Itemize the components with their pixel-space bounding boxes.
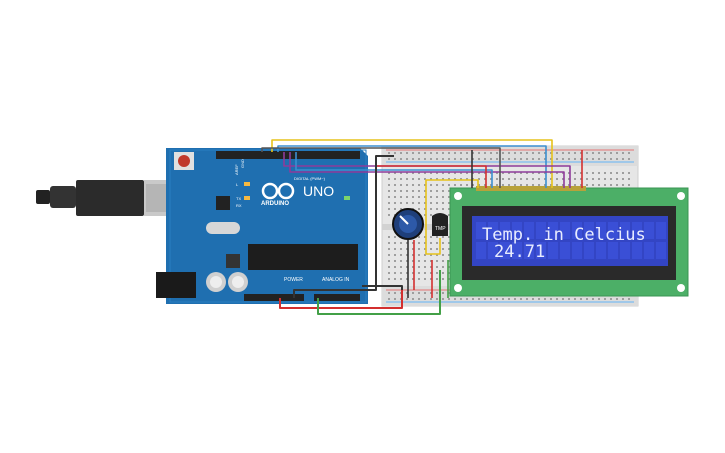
wire-green-a0 xyxy=(317,270,441,315)
atmega-chip xyxy=(248,244,358,270)
digital-label: DIGITAL (PWM~) xyxy=(294,176,326,181)
power-header xyxy=(244,294,304,301)
wire-blue-2 xyxy=(295,152,493,188)
l-led-label: L xyxy=(236,182,239,187)
tx-label: TX xyxy=(236,196,241,201)
board-sub-label: ARDUINO xyxy=(261,201,289,207)
lcd-module: Temp. in Celcius 24.71 xyxy=(449,186,689,297)
gnd-label: GND xyxy=(240,159,245,168)
arduino-board: UNO ARDUINO DIGITAL (PWM~) AREF GND TX R… xyxy=(156,148,368,304)
wire-yellow-top xyxy=(271,139,553,188)
board-brand-label: UNO xyxy=(303,183,334,199)
rx-label: RX xyxy=(236,203,242,208)
reset-button[interactable] xyxy=(178,155,190,167)
wire-black-top xyxy=(261,147,501,188)
wire-red-top xyxy=(376,165,487,188)
digital-header xyxy=(216,151,360,159)
aref-label: AREF xyxy=(234,164,239,175)
usb-cable-icon xyxy=(36,180,168,216)
lcd-character-cells xyxy=(476,222,666,259)
temperature-sensor-icon: TMP xyxy=(432,213,448,236)
sensor-label: TMP xyxy=(435,226,446,232)
analog-header-label: ANALOG IN xyxy=(322,277,350,283)
power-jack-icon xyxy=(156,272,196,298)
wire-blue-top xyxy=(277,145,547,188)
wire-purple-2 xyxy=(289,152,565,188)
wires xyxy=(261,139,583,315)
analog-header xyxy=(314,294,360,301)
lcd-pin-header xyxy=(476,186,586,191)
wire-yellow-sensor xyxy=(425,179,479,255)
potentiometer-icon[interactable] xyxy=(392,208,424,240)
wire-black-gnd xyxy=(293,155,394,298)
wire-red-5v xyxy=(279,290,403,309)
power-header-label: POWER xyxy=(284,277,303,283)
lcd-line-1: Temp. in Celcius xyxy=(482,225,646,245)
lcd-line-2: 24.71 xyxy=(494,242,545,262)
